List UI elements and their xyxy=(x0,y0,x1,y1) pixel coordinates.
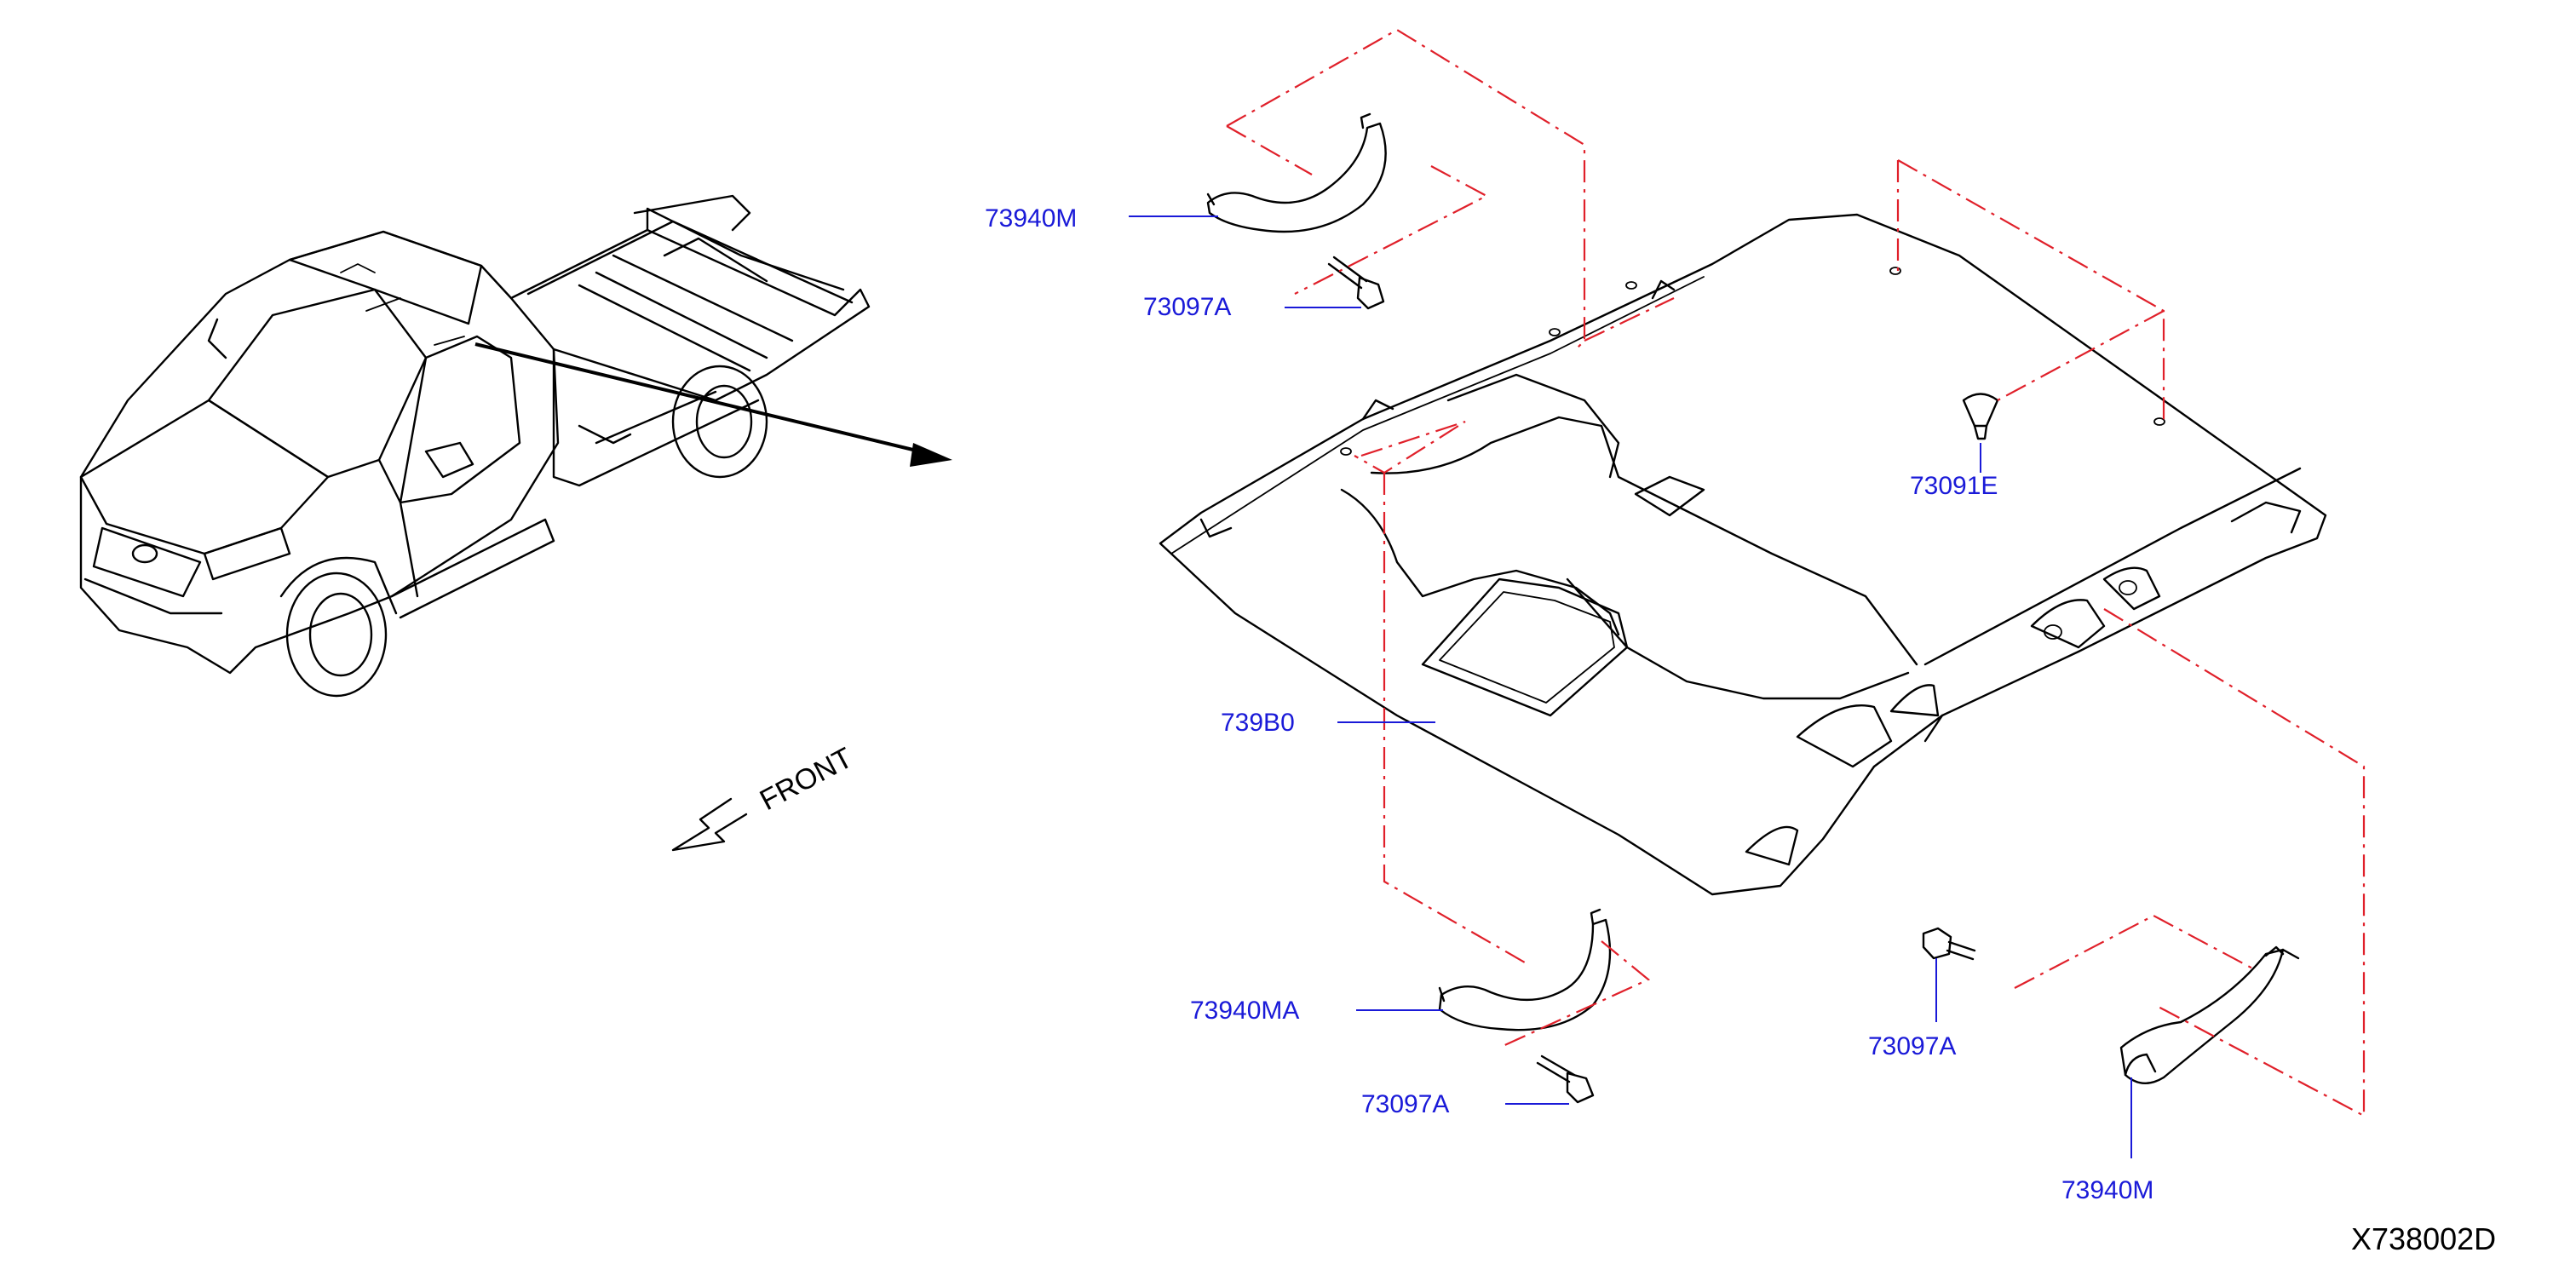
assist-grip-upper-left xyxy=(1206,112,1387,233)
label-headlining: 739B0 xyxy=(1221,709,1295,737)
bolt-upper-left xyxy=(1327,256,1385,310)
headlining-panel xyxy=(1159,213,2327,896)
label-clip-lower-left: 73097A xyxy=(1361,1090,1449,1118)
front-direction-indicator: FRONT xyxy=(671,742,858,852)
bolt-lower-left xyxy=(1536,1054,1595,1104)
assembly-phantom-lines xyxy=(1226,28,2366,1117)
label-grip-lower-right: 73940M xyxy=(2061,1176,2153,1204)
front-label: FRONT xyxy=(755,742,858,818)
label-clip-roof: 73091E xyxy=(1910,472,1998,500)
label-clip-lower-right: 73097A xyxy=(1868,1032,1956,1060)
clip-roof xyxy=(1962,393,1999,440)
label-grip-lower-left: 73940MA xyxy=(1190,997,1299,1025)
leader-lines xyxy=(1129,215,2132,1158)
drawing-number: X738002D xyxy=(2351,1221,2496,1256)
label-grip-upper-left: 73940M xyxy=(985,204,1077,233)
bolt-lower-right xyxy=(1922,927,1976,961)
assist-grip-lower-right xyxy=(2119,945,2300,1084)
label-clip-upper-left: 73097A xyxy=(1143,293,1231,321)
vehicle-overview xyxy=(79,194,952,698)
part-number-labels: 73940M 73097A 73091E 739B0 73940MA 73097… xyxy=(985,204,2153,1204)
assist-grip-lower-left xyxy=(1438,908,1612,1031)
front-arrow-icon xyxy=(671,797,748,852)
